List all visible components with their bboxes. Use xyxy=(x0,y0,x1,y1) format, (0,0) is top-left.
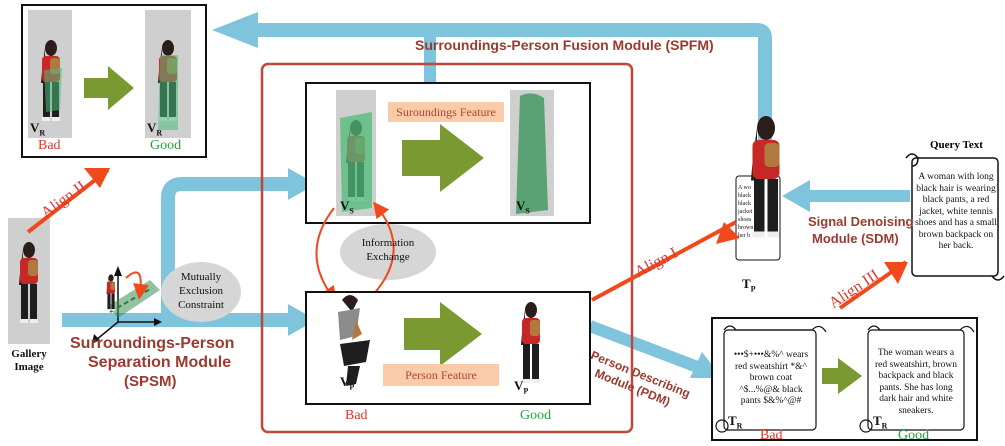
spsm-title-line1: Surroundings-Person xyxy=(70,335,235,352)
vr-good-label: VR xyxy=(147,120,163,138)
align-arrowheads xyxy=(84,168,908,284)
gallery-line1: Gallery xyxy=(11,348,47,360)
clean-text: The woman wears a red sweatshirt, brown … xyxy=(869,348,963,417)
vp-bad-label: VP xyxy=(340,374,355,392)
noisy-line: pants $&%^@# xyxy=(740,396,802,406)
tp-label: TP xyxy=(742,276,756,294)
tr-bad-label: TR xyxy=(728,413,743,431)
query-line: black pants, a red xyxy=(922,195,990,205)
info-exchange-text: Information Exchange xyxy=(348,236,428,264)
sdm-title-line2: Module (SDM) xyxy=(812,231,899,246)
spfm-arrow xyxy=(255,23,772,168)
info-exchange-ellipse xyxy=(340,224,436,280)
noisy-line: •••$+•••&%^ wears xyxy=(733,350,809,360)
tp-mini-line: brown xyxy=(738,225,754,231)
central-good-label: Good xyxy=(520,408,552,423)
tr-good-label: TR xyxy=(873,413,888,431)
align1-arrow xyxy=(591,220,737,302)
tp-mini-line: shoes xyxy=(738,217,752,223)
vr-bad-label: VR xyxy=(30,120,46,138)
person-green-arrow xyxy=(404,302,482,366)
noisy-scroll xyxy=(715,325,827,433)
tp-mini-text: A wo black black jacket shoes brown her … xyxy=(738,184,758,240)
spsm-title-line3: (SPSM) xyxy=(124,373,177,390)
align2-bad-label: Bad xyxy=(38,138,61,153)
vp-good-label: VP xyxy=(514,378,529,396)
tp-mini-line: black xyxy=(738,201,751,207)
noisy-line: red sweatshirt *&^ xyxy=(735,361,807,372)
query-text: A woman with long black hair is wearing … xyxy=(912,172,1000,253)
sdm-title-line1: Signal Denoising xyxy=(808,214,914,229)
clean-line: The woman wears a xyxy=(877,348,955,358)
blue-flow-arrows xyxy=(62,23,910,374)
clean-line: dark hair and white xyxy=(879,394,953,404)
gallery-label: Gallery Image xyxy=(2,348,56,374)
align2-green-arrow xyxy=(84,66,134,110)
tp-mini-line: A wo xyxy=(738,185,751,191)
mutual-exclusion-text: Mutually Exclusion Constraint xyxy=(165,270,237,312)
vs-good-label: VS xyxy=(516,198,530,216)
clean-line: pants. She has long xyxy=(879,382,953,393)
central-bad-label: Bad xyxy=(345,408,368,423)
surroundings-feature-label: Suroundings Feature xyxy=(388,102,504,122)
info-exchange-line1: Information xyxy=(361,237,415,249)
tp-mini-line: jacket xyxy=(738,209,753,215)
query-line: brown backpack on xyxy=(918,229,994,240)
query-line: A woman with long xyxy=(918,172,994,182)
person-feature-label: Person Feature xyxy=(383,364,499,386)
info-exchange-line2: Exchange xyxy=(366,251,410,263)
mutual-exclusion-ellipse xyxy=(161,262,241,322)
pdm-green-arrow xyxy=(822,358,862,394)
clean-line: sneakers. xyxy=(898,405,934,416)
gallery-line2: Image xyxy=(14,361,44,373)
pdm-bad-label: Bad xyxy=(760,428,783,443)
clean-line: red sweatshirt, brown xyxy=(874,359,958,370)
noisy-line: ^$...%@& black xyxy=(739,384,803,395)
spfm-title: Surroundings-Person Fusion Module (SPFM) xyxy=(415,37,714,53)
query-line: jacket, white tennis xyxy=(919,206,993,217)
clean-line: backpack and black xyxy=(878,371,954,381)
query-line: shoes and has a small xyxy=(915,218,997,228)
spsm-title-line2: Separation Module xyxy=(88,354,232,371)
surroundings-green-arrow xyxy=(402,124,484,192)
clean-scroll xyxy=(859,325,975,433)
pdm-good-label: Good xyxy=(898,428,930,443)
noisy-text: •••$+•••&%^ wears red sweatshirt *&^ bro… xyxy=(726,350,816,408)
align2-good-label: Good xyxy=(150,138,182,153)
pdm-arrow xyxy=(587,320,703,374)
mutual-line1: Mutually xyxy=(180,271,222,283)
tp-mini-line: black xyxy=(738,193,751,199)
spsm-to-surroundings-arrow xyxy=(161,177,292,320)
query-line: black hair is wearing xyxy=(916,183,996,194)
query-line: her back. xyxy=(938,241,974,251)
mutual-line3: Constraint xyxy=(178,299,224,311)
mutual-line2: Exclusion xyxy=(179,285,223,297)
query-scroll xyxy=(905,153,1005,281)
query-title: Query Text xyxy=(930,139,983,151)
noisy-line: brown coat xyxy=(749,373,793,383)
central-frame xyxy=(260,62,634,434)
vs-bad-label: VS xyxy=(340,198,354,216)
tp-mini-line: her b xyxy=(738,233,751,239)
fragmented-person xyxy=(338,295,370,386)
